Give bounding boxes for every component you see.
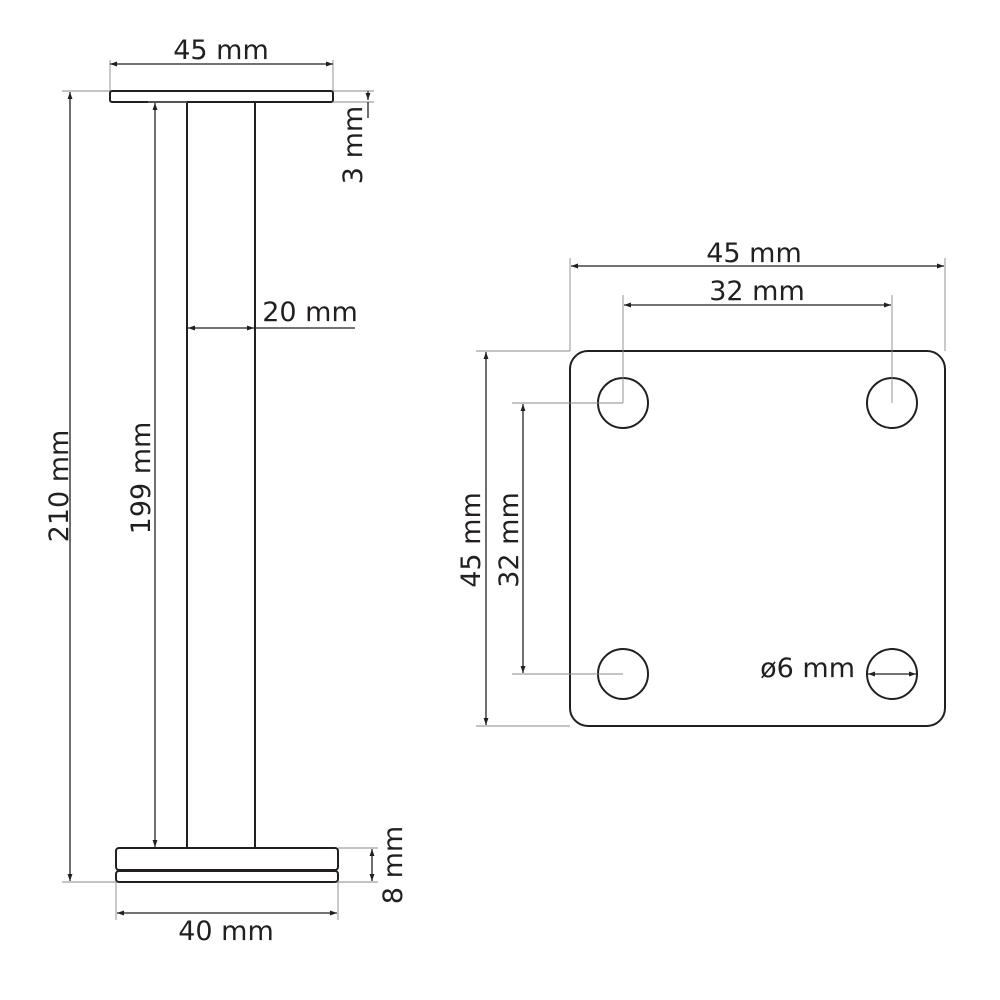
top-plate bbox=[109, 90, 334, 103]
tube bbox=[186, 101, 256, 849]
side-view: 45 mm 3 mm 20 mm 199 mm 210 mm 8 mm 40 m… bbox=[44, 35, 409, 947]
label-hole-diameter: ø6 mm bbox=[760, 653, 855, 684]
label-tube-diameter: 20 mm bbox=[262, 297, 358, 328]
label-top-plate-thickness: 3 mm bbox=[338, 106, 369, 184]
label-base-width: 40 mm bbox=[178, 916, 274, 947]
label-tube-length: 199 mm bbox=[126, 422, 157, 535]
label-total-height: 210 mm bbox=[44, 430, 75, 543]
label-top-plate-width: 45 mm bbox=[173, 35, 269, 66]
label-hole-spacing-vertical: 32 mm bbox=[494, 492, 525, 588]
mounting-plate bbox=[569, 350, 946, 727]
base-lower-disc bbox=[115, 870, 339, 883]
label-plate-width: 45 mm bbox=[706, 238, 802, 269]
label-hole-spacing-horizontal: 32 mm bbox=[709, 276, 805, 307]
plate-view: 45 mm 32 mm 45 mm 32 mm ø6 mm bbox=[456, 238, 946, 727]
label-base-thickness: 8 mm bbox=[378, 826, 409, 904]
label-plate-height: 45 mm bbox=[456, 492, 487, 588]
base-upper-disc bbox=[115, 847, 339, 871]
